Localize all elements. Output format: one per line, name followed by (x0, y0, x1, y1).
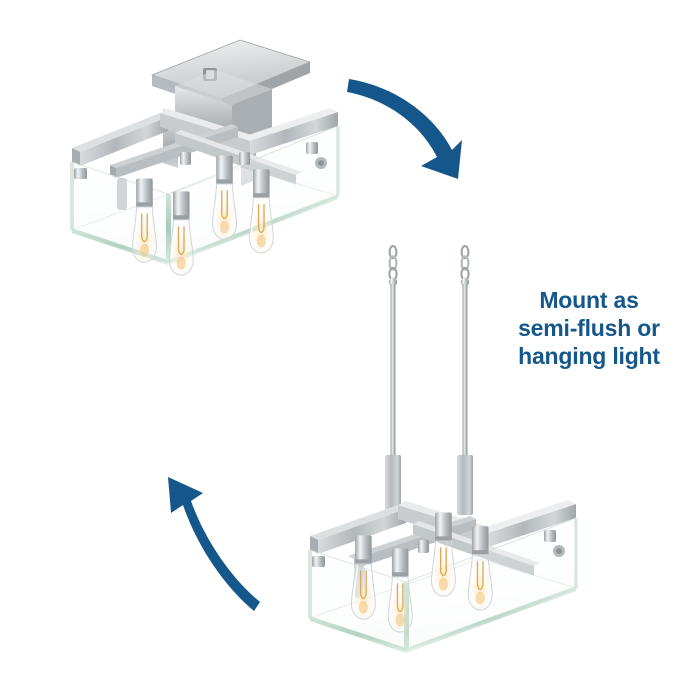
top-frame-rails (72, 108, 338, 185)
callout-line-3: hanging light (518, 343, 660, 369)
glass-clips (74, 142, 327, 210)
semi-flush-mount-fixture (70, 39, 340, 276)
curved-arrow-down-right-icon (347, 79, 462, 179)
hanging-pendant-fixture (308, 244, 578, 653)
downrod-left (385, 244, 401, 515)
downrod-right (457, 244, 473, 515)
callout-text-block: Mount as semi-flush or hanging light (490, 286, 688, 370)
curved-arrow-up-left-icon (168, 477, 260, 611)
callout-line-1: Mount as (539, 287, 639, 313)
callout-line-2: semi-flush or (518, 315, 660, 341)
